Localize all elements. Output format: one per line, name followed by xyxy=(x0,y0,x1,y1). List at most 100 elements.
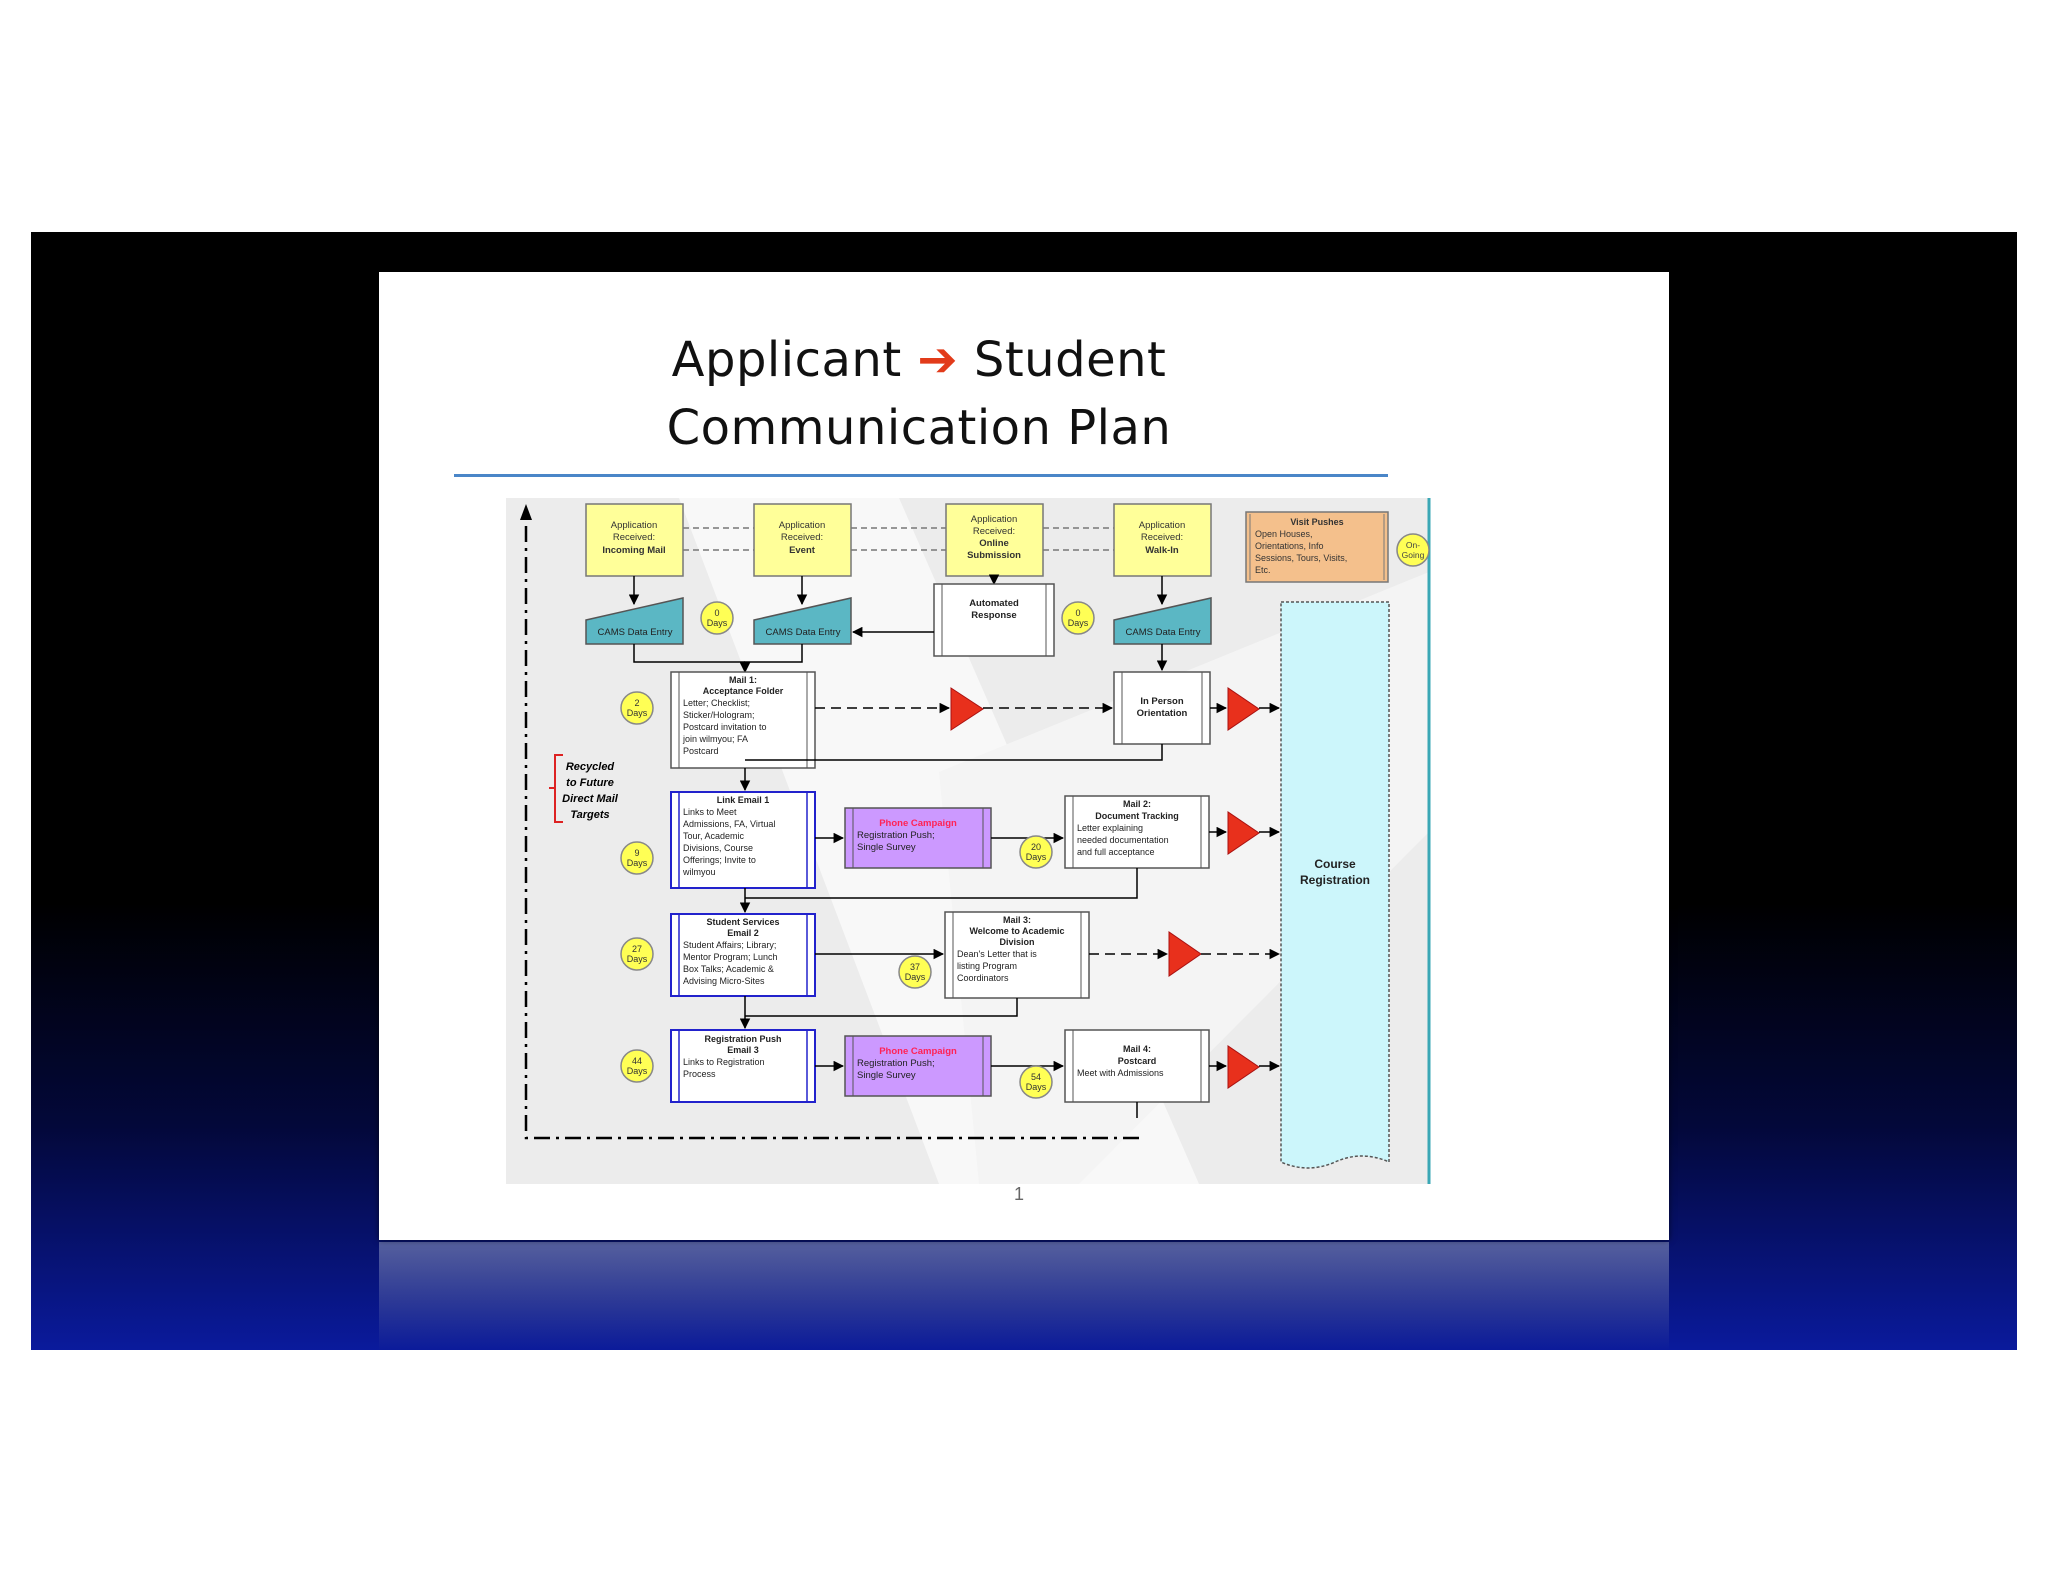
recycled-line: Targets xyxy=(570,809,609,821)
box-text: In Person xyxy=(1140,696,1183,707)
badge-text: Days xyxy=(627,858,648,868)
automated-response-box: Automated Response xyxy=(933,583,1055,657)
box-text: Coordinators xyxy=(957,973,1009,983)
box-text: Link Email 1 xyxy=(717,795,770,805)
box-text: Acceptance Folder xyxy=(703,686,784,696)
recycled-line: to Future xyxy=(566,777,614,789)
red-arrow-icon: ➔ xyxy=(917,332,959,388)
app-incoming-mail-box: Application Received: Incoming Mail xyxy=(585,503,684,577)
phone-campaign-box-2: Phone Campaign Registration Push; Single… xyxy=(844,1035,992,1097)
badge-text: 27 xyxy=(632,944,642,954)
recycled-label: Recycled to Future Direct Mail Targets xyxy=(562,761,619,821)
box-text: Registration Push xyxy=(704,1034,781,1044)
mail2-box: Mail 2: Document Tracking Letter explain… xyxy=(1064,795,1210,869)
recycled-line: Direct Mail xyxy=(562,793,619,805)
recycle-loop-line xyxy=(524,512,1139,1140)
days-badge-20: 20 Days xyxy=(1019,835,1053,869)
box-text: Online xyxy=(979,538,1009,549)
box-text: Submission xyxy=(967,550,1021,561)
recycled-line: Recycled xyxy=(566,761,615,773)
slide-title-line2: Communication Plan xyxy=(666,400,1172,456)
mail4-box: Mail 4: Postcard Meet with Admissions xyxy=(1064,1029,1210,1103)
app-event-box: Application Received: Event xyxy=(753,503,852,577)
link-email1-box: Link Email 1 Links to Meet Admissions, F… xyxy=(670,791,816,889)
badge-text: Going xyxy=(1402,550,1425,560)
box-text: Registration Push; xyxy=(857,830,935,841)
ongoing-badge: On- Going xyxy=(1396,533,1430,567)
cams-data-entry-3: CAMS Data Entry xyxy=(1113,597,1212,645)
badge-text: 0 xyxy=(714,608,719,618)
badge-text: Days xyxy=(707,618,728,628)
box-text: Mail 2: xyxy=(1123,799,1151,809)
days-badge-2: 2 Days xyxy=(620,691,654,725)
badge-text: 9 xyxy=(634,848,639,858)
visit-pushes-box: Visit Pushes Open Houses, Orientations, … xyxy=(1245,511,1389,583)
box-text: Links to Meet xyxy=(683,807,737,817)
box-text: CAMS Data Entry xyxy=(598,627,673,638)
box-text: Mail 4: xyxy=(1123,1044,1151,1054)
box-text: Document Tracking xyxy=(1095,811,1179,821)
slide: Applicant ➔ Student Communication Plan R… xyxy=(379,272,1669,1240)
red-triangle xyxy=(1227,1045,1260,1089)
box-text: Application xyxy=(779,520,825,531)
box-text: Received: xyxy=(973,526,1015,537)
recycle-arrow-head xyxy=(520,504,532,520)
box-text: Received: xyxy=(781,532,823,543)
box-text: Process xyxy=(683,1069,716,1079)
badge-text: 2 xyxy=(634,698,639,708)
box-text: Phone Campaign xyxy=(879,818,957,829)
days-badge-44: 44 Days xyxy=(620,1049,654,1083)
days-badge-0b: 0 Days xyxy=(1061,601,1095,635)
cams-data-entry-1: CAMS Data Entry xyxy=(585,597,684,645)
student-services-email2-box: Student Services Email 2 Student Affairs… xyxy=(670,913,816,997)
badge-text: 37 xyxy=(910,962,920,972)
box-text: Email 3 xyxy=(727,1045,759,1055)
box-text: Single Survey xyxy=(857,1070,916,1081)
slide-reflection xyxy=(379,1242,1669,1350)
box-text: Welcome to Academic xyxy=(969,926,1064,936)
box-text: Single Survey xyxy=(857,842,916,853)
box-text: Advising Micro-Sites xyxy=(683,976,765,986)
box-text: Orientation xyxy=(1137,708,1188,719)
course-registration-box: Course Registration xyxy=(1280,601,1390,1169)
box-text: Student Services xyxy=(706,917,779,927)
badge-text: On- xyxy=(1406,540,1420,550)
page-number: 1 xyxy=(1014,1184,1025,1204)
red-triangle xyxy=(1227,811,1260,855)
box-text: Application xyxy=(971,514,1017,525)
badge-text: Days xyxy=(1068,618,1089,628)
registration-push-email3-box: Registration Push Email 3 Links to Regis… xyxy=(670,1029,816,1103)
badge-text: 20 xyxy=(1031,842,1041,852)
box-text: Postcard xyxy=(1118,1056,1157,1066)
badge-text: Days xyxy=(905,972,926,982)
box-text: wilmyou xyxy=(682,867,716,877)
box-text: Offerings; Invite to xyxy=(683,855,756,865)
phone-campaign-box-1: Phone Campaign Registration Push; Single… xyxy=(844,807,992,869)
box-text: Application xyxy=(611,520,657,531)
days-badge-54: 54 Days xyxy=(1019,1065,1053,1099)
box-text: Student Affairs; Library; xyxy=(683,940,776,950)
box-text: Orientations, Info xyxy=(1255,541,1324,551)
box-text: Open Houses, xyxy=(1255,529,1313,539)
title-student: Student xyxy=(973,332,1167,388)
box-text: Mail 3: xyxy=(1003,915,1031,925)
box-text: join wilmyou; FA xyxy=(682,734,748,744)
app-online-box: Application Received: Online Submission xyxy=(945,503,1044,577)
mail1-box: Mail 1: Acceptance Folder Letter; Checkl… xyxy=(670,671,816,769)
box-text: Phone Campaign xyxy=(879,1046,957,1057)
badge-text: Days xyxy=(627,1066,648,1076)
badge-text: 54 xyxy=(1031,1072,1041,1082)
box-text: Application xyxy=(1139,520,1185,531)
in-person-orientation-box: In Person Orientation xyxy=(1113,671,1211,745)
days-badge-0a: 0 Days xyxy=(700,601,734,635)
box-text: Letter explaining xyxy=(1077,823,1143,833)
box-text: Letter; Checklist; xyxy=(683,698,750,708)
box-text: Mentor Program; Lunch xyxy=(683,952,778,962)
box-text: needed documentation xyxy=(1077,835,1169,845)
box-text: CAMS Data Entry xyxy=(1126,627,1201,638)
badge-text: 0 xyxy=(1075,608,1080,618)
box-text: Email 2 xyxy=(727,928,759,938)
box-text: Registration xyxy=(1300,873,1370,887)
box-text: CAMS Data Entry xyxy=(766,627,841,638)
badge-text: Days xyxy=(627,954,648,964)
